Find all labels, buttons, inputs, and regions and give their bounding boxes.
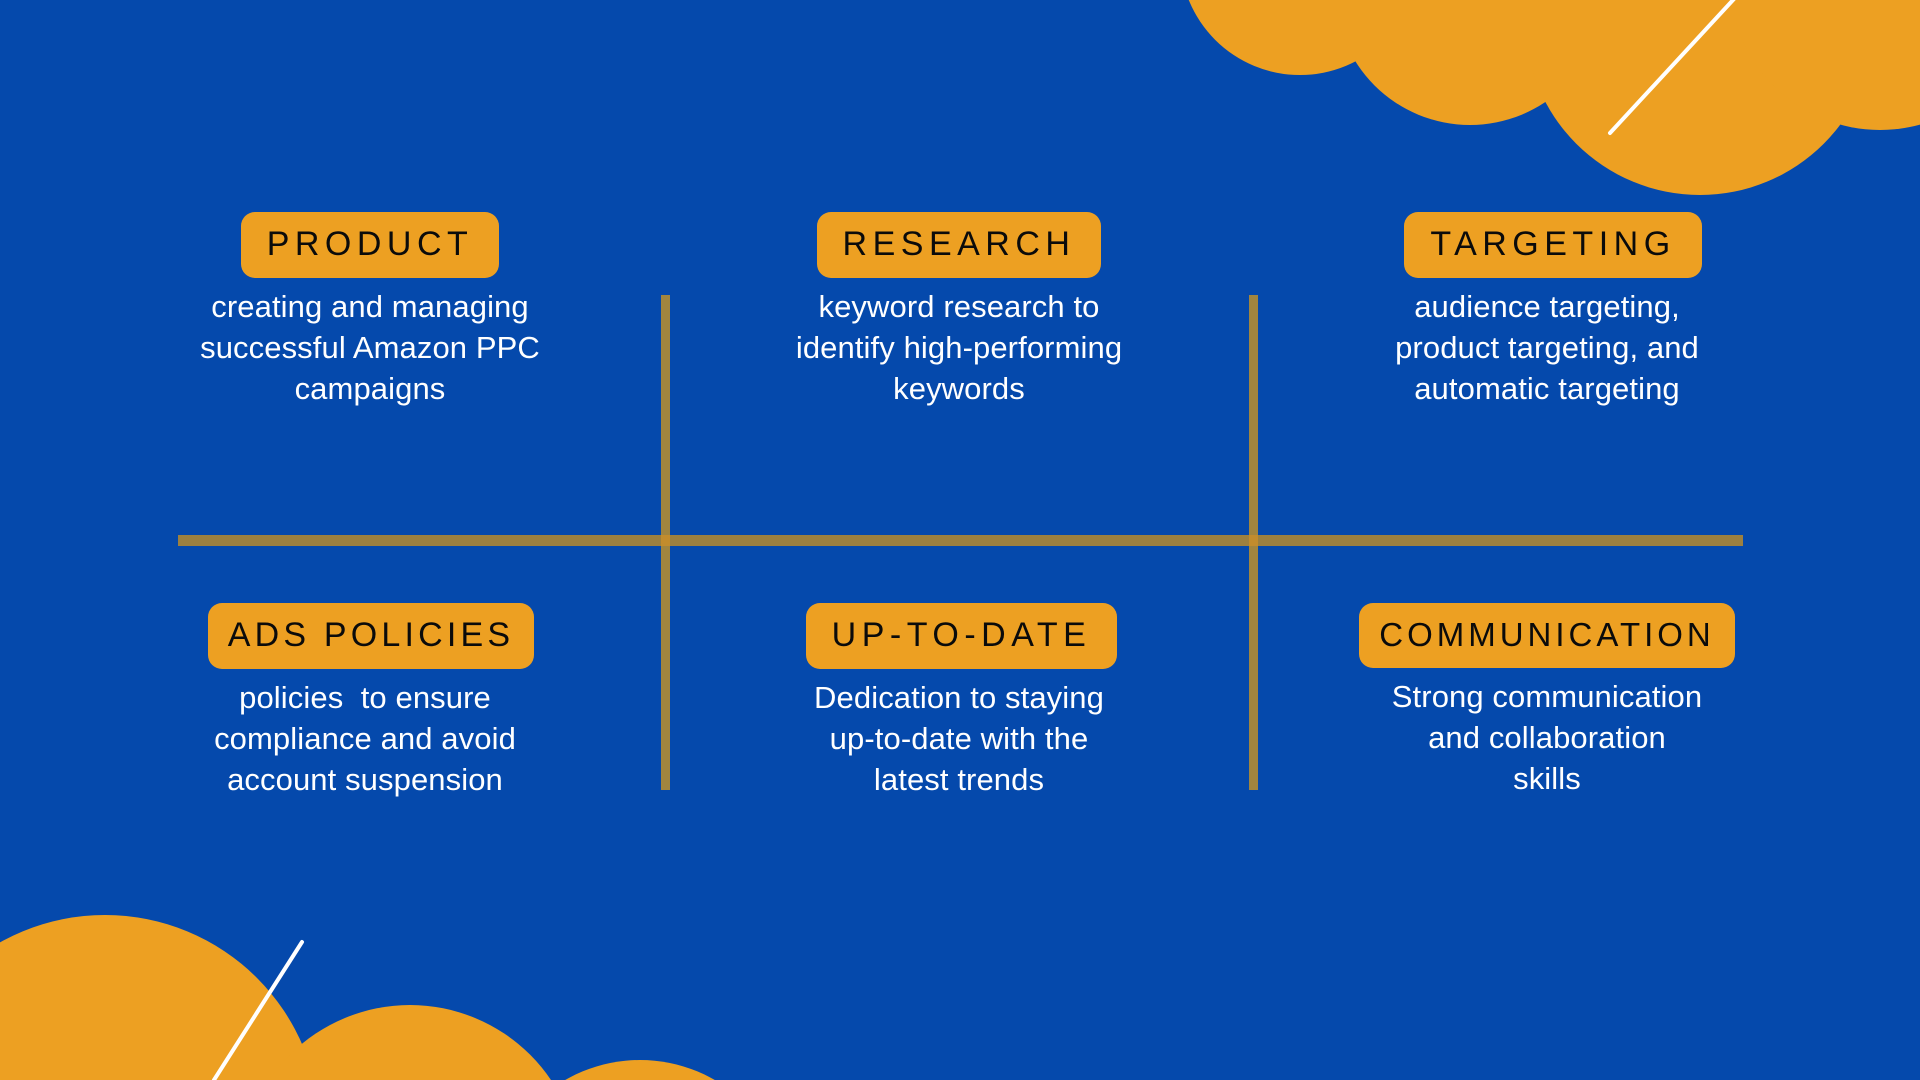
body-text-communication: Strong communication and collaboration s… xyxy=(1391,679,1703,797)
cloud-lobe-icon xyxy=(1731,0,1920,130)
cloud-lobe-icon xyxy=(269,1005,551,1080)
cloud-lobe-icon xyxy=(1525,0,1875,195)
badge-research[interactable]: RESEARCH xyxy=(816,212,1102,278)
cell-research: RESEARCH keyword research to identify hi… xyxy=(719,212,1199,410)
cell-ads-policies: ADS POLICIES policies to ensure complian… xyxy=(130,603,610,801)
bottom-left-cloud-decoration xyxy=(0,915,715,1080)
cell-targeting: TARGETING audience targeting, product ta… xyxy=(1307,212,1787,410)
cloud-lobe-icon xyxy=(0,915,315,1080)
body-text-ads-policies: policies to ensure compliance and avoid … xyxy=(214,680,516,798)
cloud-lobe-icon xyxy=(565,1060,715,1080)
cloud-lobe-icon xyxy=(1188,0,1412,75)
badge-communication[interactable]: COMMUNICATION xyxy=(1359,603,1735,668)
cloud-lobe-icon xyxy=(1335,0,1605,125)
badge-ads-policies[interactable]: ADS POLICIES xyxy=(207,603,535,669)
white-diagonal-line-icon xyxy=(1608,0,1736,135)
body-text-targeting: audience targeting, product targeting, a… xyxy=(1395,289,1699,407)
divider-intersection-right xyxy=(1249,535,1258,546)
cell-up-to-date: UP-TO-DATE Dedication to staying up-to-d… xyxy=(719,603,1199,801)
body-text-product: creating and managing successful Amazon … xyxy=(200,289,540,407)
cell-communication: COMMUNICATION Strong communication and c… xyxy=(1307,603,1787,800)
horizontal-divider xyxy=(178,535,1743,546)
badge-product[interactable]: PRODUCT xyxy=(240,212,500,278)
body-text-up-to-date: Dedication to staying up-to-date with th… xyxy=(814,680,1104,798)
badge-up-to-date[interactable]: UP-TO-DATE xyxy=(805,603,1118,669)
cell-product: PRODUCT creating and managing successful… xyxy=(130,212,610,410)
divider-intersection-left xyxy=(661,535,670,546)
body-text-research: keyword research to identify high-perfor… xyxy=(795,289,1123,407)
badge-targeting[interactable]: TARGETING xyxy=(1404,212,1702,278)
white-diagonal-line-icon xyxy=(212,940,304,1080)
top-right-cloud-decoration xyxy=(1188,0,1920,195)
